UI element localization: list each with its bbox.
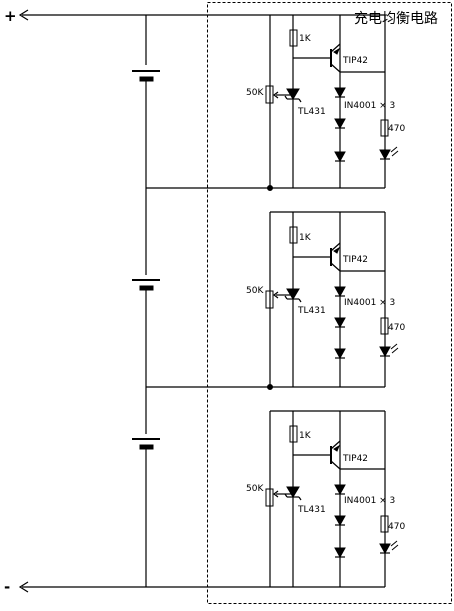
battery-cell [132,65,160,81]
negative-arrow [20,582,28,592]
tip42-transistor-icon [331,243,340,271]
resistor-1k-label: 1K [299,431,312,441]
resistor-1k[interactable] [290,30,297,46]
tip42-transistor-icon [331,44,340,72]
tl431-regulator-icon [285,289,301,302]
resistor-1k[interactable] [290,426,297,442]
cell-stage-2: 50K 1K TL431 TIP42 IN [132,212,405,390]
diode-icon [335,318,345,327]
negative-terminal-label: - [4,578,10,596]
led-icon [380,147,398,159]
pot-label: 50K [246,286,264,296]
diode-icon [335,349,345,358]
pot-label: 50K [246,88,264,98]
resistor-470-label: 470 [388,124,405,134]
battery-cell [132,434,160,449]
tl431-regulator-icon [285,89,301,102]
resistor-470-label: 470 [388,323,405,333]
pot-50k[interactable] [266,86,273,103]
diode-icon [335,485,345,494]
tip42-label: TIP42 [342,255,368,265]
tip42-label: TIP42 [342,454,368,464]
diode-icon [335,88,345,97]
diode-label: IN4001 × 3 [344,101,395,111]
led-icon [380,344,398,356]
cell-stage-3: 50K 1K TL431 TIP42 IN [132,411,405,587]
resistor-470[interactable] [381,318,388,334]
diode-icon [335,516,345,525]
positive-arrow [20,10,28,20]
circuit-title: 充电均衡电路 [354,11,438,27]
tip42-transistor-icon [331,441,340,469]
module-boundary-box [208,3,452,604]
diode-label: IN4001 × 3 [344,298,395,308]
tip42-label: TIP42 [342,56,368,66]
tl431-label: TL431 [297,306,326,316]
led-icon [380,541,398,553]
resistor-470[interactable] [381,120,388,136]
diode-icon [335,287,345,296]
resistor-1k-label: 1K [299,34,312,44]
pot-50k[interactable] [266,489,273,506]
resistor-1k[interactable] [290,227,297,243]
cell-stage-1: 50K 1K TL431 TIP42 IN [132,15,405,191]
battery-cell [132,275,160,290]
positive-terminal-label: + [4,7,17,25]
diode-label: IN4001 × 3 [344,496,395,506]
tl431-label: TL431 [297,107,326,117]
tl431-regulator-icon [285,487,301,500]
diode-icon [335,119,345,128]
diode-icon [335,548,345,557]
resistor-1k-label: 1K [299,233,312,243]
resistor-470-label: 470 [388,522,405,532]
pot-50k[interactable] [266,291,273,308]
tl431-label: TL431 [297,505,326,515]
pot-label: 50K [246,484,264,494]
resistor-470[interactable] [381,516,388,532]
diode-icon [335,152,345,161]
